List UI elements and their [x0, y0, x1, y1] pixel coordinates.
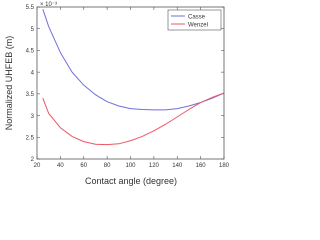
x-tick-label: 20: [34, 163, 41, 169]
y-axis-label: Normalized UHFEB (m): [4, 36, 14, 131]
y-axis-ticks: 2 2.5 3 3.5 4 4.5 5 5.5: [26, 5, 224, 163]
x-tick-label: 40: [57, 163, 64, 169]
legend: Casse Wenzel: [167, 9, 222, 31]
x-tick-label: 160: [196, 163, 207, 169]
x-tick-label: 120: [149, 163, 160, 169]
x-tick-label: 60: [80, 163, 87, 169]
series-layer: [42, 9, 225, 146]
x-tick-label: 180: [219, 163, 229, 169]
legend-box: [167, 9, 222, 31]
legend-label-wenzel: Wenzel: [188, 23, 208, 29]
y-tick-label: 5.5: [26, 5, 35, 11]
y-exponent-label: × 10⁻³: [40, 2, 57, 8]
y-tick-label: 4: [31, 70, 35, 76]
series-line-casse: [42, 9, 225, 111]
y-tick-label: 5: [31, 27, 35, 33]
y-tick-label: 3: [31, 114, 35, 120]
series-line-wenzel: [42, 92, 225, 146]
chart: 2 2.5 3 3.5 4 4.5 5 5.5 20 40 60 80 100 120 140 160 180…: [4, 2, 229, 186]
x-tick-label: 80: [104, 163, 111, 169]
y-tick-label: 4.5: [26, 49, 35, 55]
x-axis-ticks: 20 40 60 80 100 120 140 160 180: [34, 7, 229, 169]
legend-label-casse: Casse: [188, 15, 206, 21]
x-tick-label: 140: [172, 163, 183, 169]
y-tick-label: 2: [31, 157, 35, 163]
x-axis-label: Contact angle (degree): [85, 176, 177, 186]
x-tick-label: 100: [125, 163, 136, 169]
y-tick-label: 3.5: [26, 92, 35, 98]
y-tick-label: 2.5: [26, 135, 35, 141]
